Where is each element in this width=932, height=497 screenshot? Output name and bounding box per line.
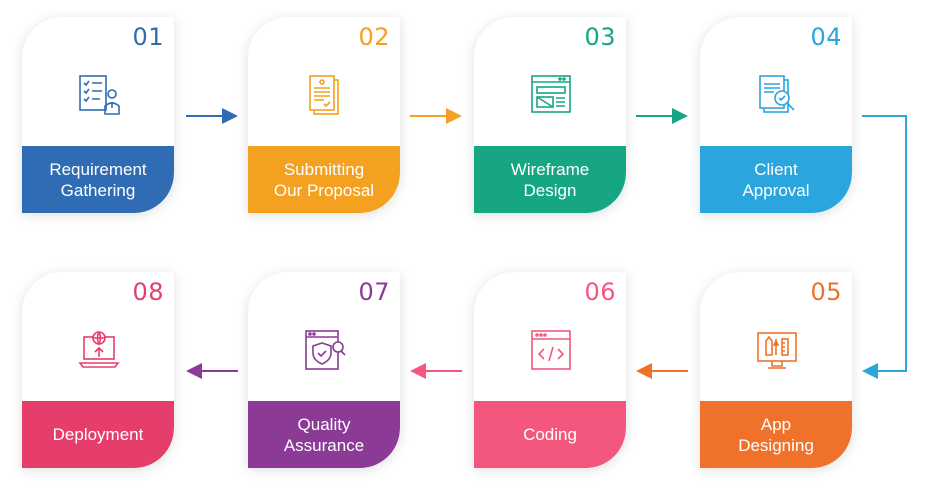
quality-shield-icon [305,330,346,370]
step-number: 05 [810,278,842,306]
step-number: 02 [358,23,390,51]
step-label: Wireframe Design [474,146,626,213]
step-card-05: 05 App Designing [700,272,852,468]
deployment-laptop-icon [78,331,120,368]
step-card-06: 06 Coding [474,272,626,468]
code-window-icon [531,330,571,370]
step-number: 07 [358,278,390,306]
step-card-02: 02 Submitting Our Proposal [248,17,400,213]
step-number: 06 [584,278,616,306]
step-label: Submitting Our Proposal [248,146,400,213]
step-card-08: 08 Deployment [22,272,174,468]
step-label: Deployment [22,401,174,468]
proposal-document-icon [309,75,339,115]
step-card-04: 04 Client Approval [700,17,852,213]
step-card-03: 03 Wireframe Design [474,17,626,213]
step-number: 04 [810,23,842,51]
step-card-01: 01 Requirement Gathering [22,17,174,213]
step-label: Quality Assurance [248,401,400,468]
wireframe-layout-icon [531,75,571,113]
step-label: Client Approval [700,146,852,213]
step-label: App Designing [700,401,852,468]
step-number: 01 [132,23,164,51]
requirements-checklist-icon [79,75,120,115]
arrow-04-05 [862,115,907,379]
approval-document-icon [759,75,795,113]
step-label: Requirement Gathering [22,146,174,213]
step-card-07: 07 Quality Assurance [248,272,400,468]
step-label: Coding [474,401,626,468]
step-number: 03 [584,23,616,51]
design-tools-monitor-icon [757,332,797,369]
step-number: 08 [132,278,164,306]
